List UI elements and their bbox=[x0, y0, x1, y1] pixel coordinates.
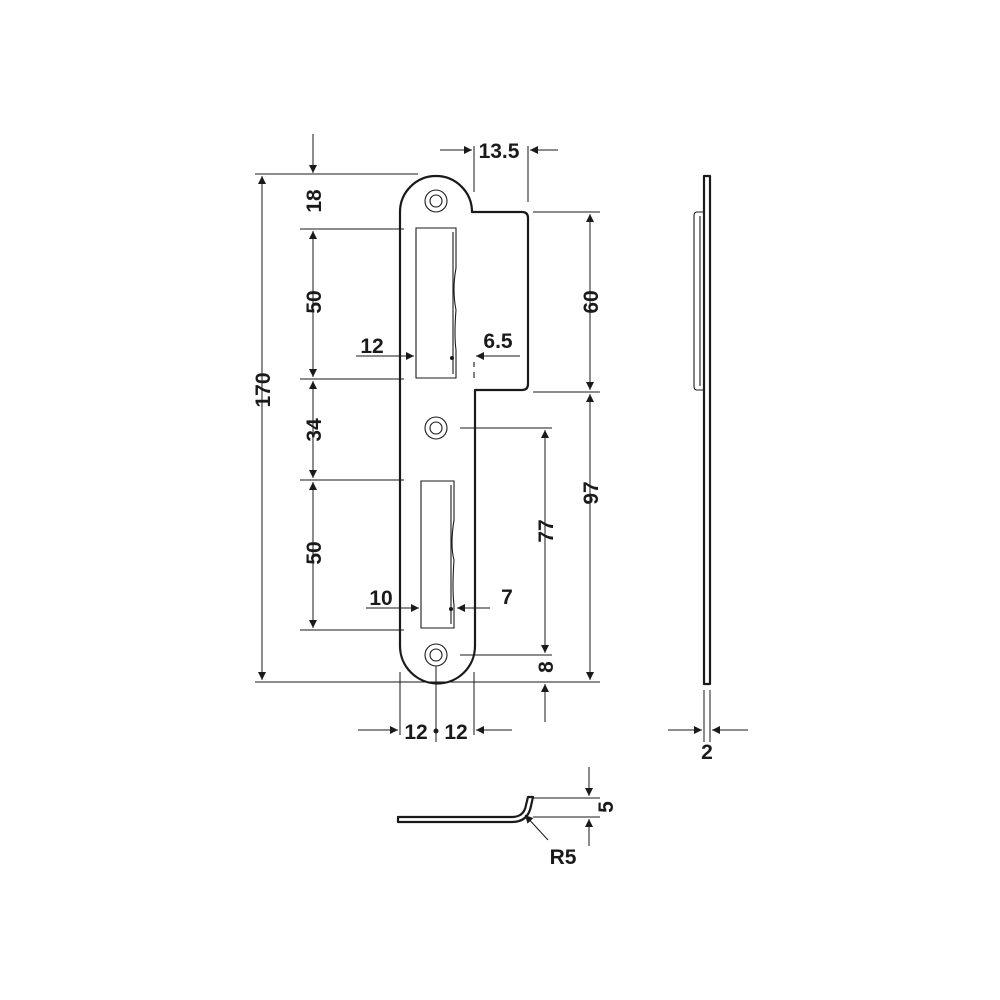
dim-170: 170 bbox=[252, 372, 275, 407]
screw-hole-top bbox=[424, 189, 448, 213]
dim-8: 8 bbox=[535, 661, 558, 673]
dim-7: 7 bbox=[501, 586, 513, 609]
dimension-lines bbox=[258, 134, 748, 846]
dim-5: 5 bbox=[595, 801, 618, 813]
dim-13-5: 13.5 bbox=[479, 140, 520, 163]
screw-hole-bottom bbox=[424, 643, 448, 667]
dim-60: 60 bbox=[580, 290, 603, 313]
strike-plate-side-view bbox=[693, 174, 712, 686]
dim-10: 10 bbox=[369, 587, 392, 610]
latch-slot bbox=[415, 227, 457, 379]
dim-r5: R5 bbox=[550, 846, 577, 869]
strike-plate-top-view bbox=[396, 795, 535, 824]
dim-6-5: 6.5 bbox=[483, 330, 513, 353]
screw-hole-middle bbox=[424, 416, 448, 440]
dim-12-left: 12 bbox=[404, 721, 427, 744]
dim-2: 2 bbox=[701, 741, 713, 764]
dim-34: 34 bbox=[303, 418, 326, 442]
dim-97: 97 bbox=[580, 481, 603, 504]
dim-77: 77 bbox=[535, 519, 558, 542]
dim-12-slot: 12 bbox=[360, 335, 383, 358]
dim-50-bottom: 50 bbox=[303, 541, 326, 564]
plate-outline bbox=[398, 174, 530, 685]
dim-18: 18 bbox=[303, 189, 326, 213]
strike-plate-front-view bbox=[398, 174, 530, 685]
dim-50-top: 50 bbox=[303, 290, 326, 313]
dimension-labels: 18 50 34 50 170 60 97 77 8 13.5 12 6.5 1… bbox=[252, 140, 713, 869]
extension-lines bbox=[255, 146, 600, 742]
bolt-slot bbox=[420, 480, 455, 629]
dim-12-right: 12 bbox=[444, 721, 467, 744]
